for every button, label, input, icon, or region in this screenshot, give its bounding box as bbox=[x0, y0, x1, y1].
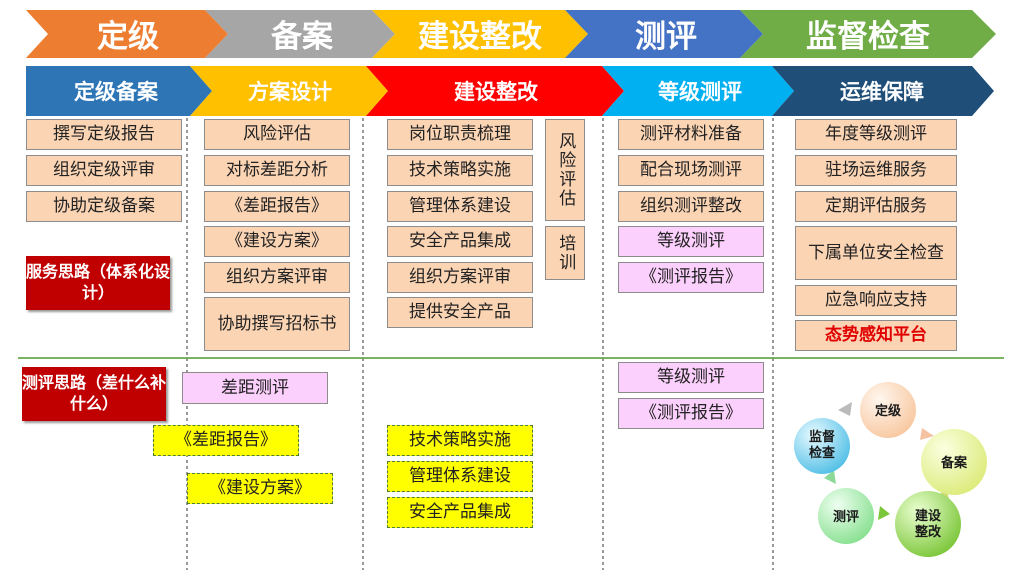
top-stage-arrows: 定级 备案 建设整改 测评 监督检查 bbox=[26, 10, 996, 58]
item-yunwei-4: 下属单位安全检查 bbox=[795, 226, 957, 280]
item-jianshe-side-risk: 风险评估 bbox=[545, 119, 585, 221]
second-stage-arrow-5 bbox=[772, 66, 994, 116]
item-dingji-2: 组织定级评审 bbox=[26, 155, 182, 186]
cycle-label-jianshe: 建设整改 bbox=[914, 508, 942, 540]
second-stage-arrows: 定级备案 方案设计 建设整改 等级测评 运维保障 bbox=[26, 66, 994, 116]
cycle-node-jianshe bbox=[895, 491, 961, 557]
cycle-label-dingji: 定级 bbox=[874, 403, 902, 419]
assess-item-mgmt-system: 管理体系建设 bbox=[387, 461, 533, 492]
assess-item-gap-test: 差距测评 bbox=[182, 372, 328, 404]
assess-item-build-plan: 《建设方案》 bbox=[187, 473, 333, 504]
label-service-approach: 服务思路（体系化设计） bbox=[26, 256, 170, 310]
cycle-label-beian: 备案 bbox=[940, 455, 968, 471]
item-yunwei-3: 定期评估服务 bbox=[795, 191, 957, 222]
cycle-label-cepin: 测评 bbox=[833, 509, 859, 525]
item-jianshe-6: 提供安全产品 bbox=[387, 297, 533, 328]
second-stage-label-3: 建设整改 bbox=[454, 80, 539, 104]
item-jianshe-4: 安全产品集成 bbox=[387, 226, 533, 257]
item-fangan-1: 风险评估 bbox=[204, 119, 350, 150]
cycle-arrow bbox=[824, 470, 836, 484]
label-assessment-approach: 测评思路（差什么补什么） bbox=[22, 367, 166, 421]
cycle-node-beian bbox=[921, 429, 987, 495]
item-jianshe-side-training: 培训 bbox=[545, 226, 585, 280]
item-yunwei-1: 年度等级测评 bbox=[795, 119, 957, 150]
top-stage-label-4: 测评 bbox=[635, 19, 697, 55]
second-stage-arrow-4 bbox=[602, 66, 794, 116]
cycle-arrow bbox=[838, 402, 852, 416]
item-jianshe-2: 技术策略实施 bbox=[387, 155, 533, 186]
item-yunwei-5: 应急响应支持 bbox=[795, 285, 957, 316]
assess-item-test-report: 《测评报告》 bbox=[618, 398, 764, 429]
second-stage-label-2: 方案设计 bbox=[248, 80, 332, 104]
cycle-arrow bbox=[920, 428, 934, 440]
second-stage-label-5: 运维保障 bbox=[840, 80, 924, 104]
top-stage-label-3: 建设整改 bbox=[418, 19, 542, 55]
item-cepin-5: 《测评报告》 bbox=[618, 262, 764, 293]
item-dingji-3: 协助定级备案 bbox=[26, 191, 182, 222]
item-jianshe-5: 组织方案评审 bbox=[387, 262, 533, 293]
second-stage-label-1: 定级备案 bbox=[74, 80, 159, 104]
top-stage-arrow-4 bbox=[565, 10, 763, 58]
item-fangan-6: 协助撰写招标书 bbox=[204, 297, 350, 351]
item-jianshe-3: 管理体系建设 bbox=[387, 191, 533, 222]
item-fangan-5: 组织方案评审 bbox=[204, 262, 350, 293]
top-stage-arrow-2 bbox=[205, 10, 395, 58]
assess-item-gap-report: 《差距报告》 bbox=[153, 425, 299, 456]
cycle-node-cepin bbox=[818, 488, 874, 544]
item-dingji-1: 撰写定级报告 bbox=[26, 119, 182, 150]
second-stage-arrow-3 bbox=[366, 66, 624, 116]
top-stage-label-2: 备案 bbox=[270, 19, 334, 55]
item-fangan-2: 对标差距分析 bbox=[204, 155, 350, 186]
second-stage-arrow-2 bbox=[190, 66, 388, 116]
top-stage-label-5: 监督检查 bbox=[806, 19, 930, 55]
cycle-arrow bbox=[878, 506, 890, 520]
top-stage-label-1: 定级 bbox=[97, 19, 159, 55]
top-stage-arrow-3 bbox=[372, 10, 588, 58]
assess-item-tech-strategy: 技术策略实施 bbox=[387, 425, 533, 456]
top-stage-arrow-5 bbox=[740, 10, 996, 58]
item-yunwei-6: 态势感知平台 bbox=[795, 320, 957, 351]
second-stage-label-4: 等级测评 bbox=[658, 80, 742, 104]
item-yunwei-2: 驻场运维服务 bbox=[795, 155, 957, 186]
item-fangan-3: 《差距报告》 bbox=[204, 191, 350, 222]
item-cepin-2: 配合现场测评 bbox=[618, 155, 764, 186]
second-stage-arrow-1 bbox=[26, 66, 212, 116]
cycle-label-jiandu: 监督检查 bbox=[809, 429, 836, 461]
item-cepin-1: 测评材料准备 bbox=[618, 119, 764, 150]
item-jianshe-1: 岗位职责梳理 bbox=[387, 119, 533, 150]
cycle-node-dingji bbox=[860, 382, 916, 438]
cycle-node-jiandu bbox=[794, 418, 850, 474]
top-stage-arrow-1 bbox=[26, 10, 228, 58]
item-fangan-4: 《建设方案》 bbox=[204, 226, 350, 257]
item-cepin-3: 组织测评整改 bbox=[618, 191, 764, 222]
item-cepin-4: 等级测评 bbox=[618, 226, 764, 257]
assess-item-product-integration: 安全产品集成 bbox=[387, 497, 533, 528]
assess-item-level-test: 等级测评 bbox=[618, 362, 764, 393]
